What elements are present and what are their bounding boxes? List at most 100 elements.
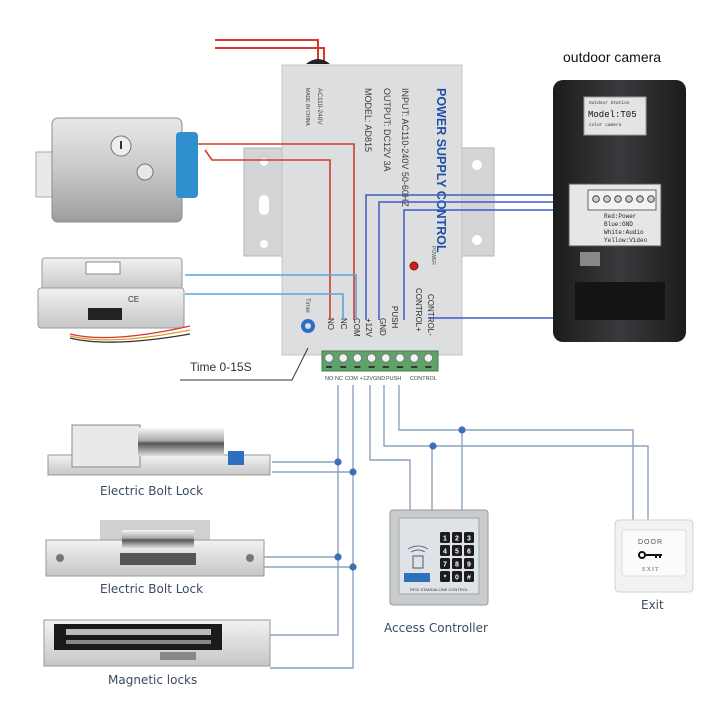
bolt-lock-wires [185,274,357,320]
camera-wire-label-3: Yellow:Video [604,237,648,244]
exit-button-device: DOOR EXIT Exit [614,519,694,612]
ps-title: POWER SUPPLY CONTROL [434,88,448,253]
terminal-screw-control[interactable] [423,353,434,368]
keypad-key[interactable]: 4 [440,545,450,556]
strip-label-12v: +12V [360,376,373,382]
keypad-key-label: 6 [467,548,471,555]
ps-made-in: MADE IN CHINA [304,88,310,126]
electric-bolt-lock-2: Electric Bolt Lock [45,520,265,596]
exit-button-bottom-text: EXIT [642,567,660,573]
keypad-key[interactable]: 1 [440,532,450,543]
time-label: Time 0-15S [190,360,252,374]
electric-rim-lock [35,117,198,223]
camera-terminal-screw [603,195,611,203]
terminal-screw-com[interactable] [352,353,363,368]
keypad-key-label: 2 [455,535,459,542]
terminal-screw-gnd[interactable] [381,353,391,368]
keypad-key[interactable]: 0 [452,571,462,582]
camera-terminal-screw [647,195,655,203]
terminal-label-nc: NC [339,318,348,330]
keypad-footer: RFID STANDALONE CONTROL [410,587,469,592]
terminal-label-control-plus: CONTROL+ [414,288,423,332]
camera-wire-label-2: White:Audio [604,229,644,236]
magnetic-locks-label: Magnetic locks [108,673,197,687]
keypad-key[interactable]: 8 [452,558,462,569]
strip-label-no: NO [325,376,334,382]
keypad-key[interactable]: 7 [440,558,450,569]
keypad-key-label: 7 [443,561,447,568]
exit-label: Exit [641,598,664,612]
terminal-label-push: PUSH [390,306,399,328]
magnetic-lock: Magnetic locks [43,619,271,687]
wire-junction-dot [334,458,342,466]
terminal-block [321,350,439,372]
camera-terminal-screw [592,195,600,203]
wire-junction-dot [458,426,466,434]
camera-wire-labels: Red:Power Blue:GND White:Audio Yellow:Vi… [604,213,648,244]
terminal-screw-push[interactable] [395,353,405,368]
terminal-label-12v: +12V [364,318,373,338]
wire-junction-dot [429,442,437,450]
wire-junction-dot [349,563,357,571]
keypad-key[interactable]: * [440,571,450,582]
terminal-screw-control[interactable] [409,353,420,368]
keypad-key[interactable]: # [464,571,474,582]
strip-label-nc: NC [335,376,343,382]
strip-label-gnd: GND [373,376,385,382]
rim-lock-wires [198,143,355,320]
wire-junction-dot [334,553,342,561]
outdoor-camera: outdoor camera Outdoor Station Model:T05… [553,49,686,342]
keypad-key[interactable]: 6 [464,545,474,556]
keypad-key-label: 3 [467,535,471,542]
wire-junction-dot [349,468,357,476]
terminal-screw-no[interactable] [324,353,334,368]
terminal-strip-labels: NO NC COM +12V GND PUSH CONTROL [325,376,437,382]
time-callout: Time 0-15S [180,347,309,381]
ps-input: INPUT: AC110-240V 50-60HZ [400,88,410,207]
keypad-key-label: 5 [455,548,459,555]
keypad-key[interactable]: 2 [452,532,462,543]
bottom-wiring [262,385,649,669]
strip-label-push: PUSH [386,376,401,382]
ps-model: MODEL: AD815 [363,88,373,152]
keypad-key-label: 1 [443,535,447,542]
keypad-key-label: # [467,574,471,581]
key-cylinder-icon [110,135,132,157]
camera-subtitle: color camera [589,122,622,128]
keypad-key-label: 9 [467,561,471,568]
camera-wire-label-1: Blue:GND [604,221,633,228]
power-supply-unit: POWER SUPPLY CONTROL INPUT: AC110-240V 5… [243,59,495,382]
ps-side-voltage: AC110-240V [316,88,323,125]
keypad-key[interactable]: 5 [452,545,462,556]
key-icon [638,551,662,559]
strip-label-com: COM [345,376,358,382]
timer-knob[interactable] [301,319,315,333]
access-controller-label: Access Controller [384,621,488,635]
exit-button-top-text: DOOR [638,539,663,546]
electric-bolt-lock-small: CE [37,257,191,343]
camera-screen-title: Outdoor Station [589,100,630,106]
strip-label-control: CONTROL [410,376,437,382]
terminal-screw-12v[interactable] [366,353,377,368]
terminal-label-gnd: GND [378,318,387,336]
keypad-key[interactable]: 9 [464,558,474,569]
terminal-label-control-minus: CONTROL- [426,294,435,336]
ps-power-led-label: POWER [430,246,436,265]
rfid-icon [407,545,429,569]
mains-input-wires [215,39,325,62]
terminal-screw-nc[interactable] [338,353,349,368]
outdoor-camera-label: outdoor camera [563,49,661,65]
keypad-key[interactable]: 3 [464,532,474,543]
release-button [136,163,154,181]
wire-junctions [334,426,466,571]
electric-bolt-lock-2-label: Electric Bolt Lock [100,582,203,596]
svg-text:CE: CE [128,295,139,304]
camera-terminal-screw [614,195,622,203]
camera-terminal-screw [625,195,633,203]
electric-bolt-lock-1-label: Electric Bolt Lock [100,484,203,498]
vertical-terminal-labels: NO NC COM +12V GND PUSH CONTROL+ CONTROL… [326,288,435,338]
keypad-key-label: 8 [455,561,459,568]
keypad-key-label: * [444,574,447,581]
